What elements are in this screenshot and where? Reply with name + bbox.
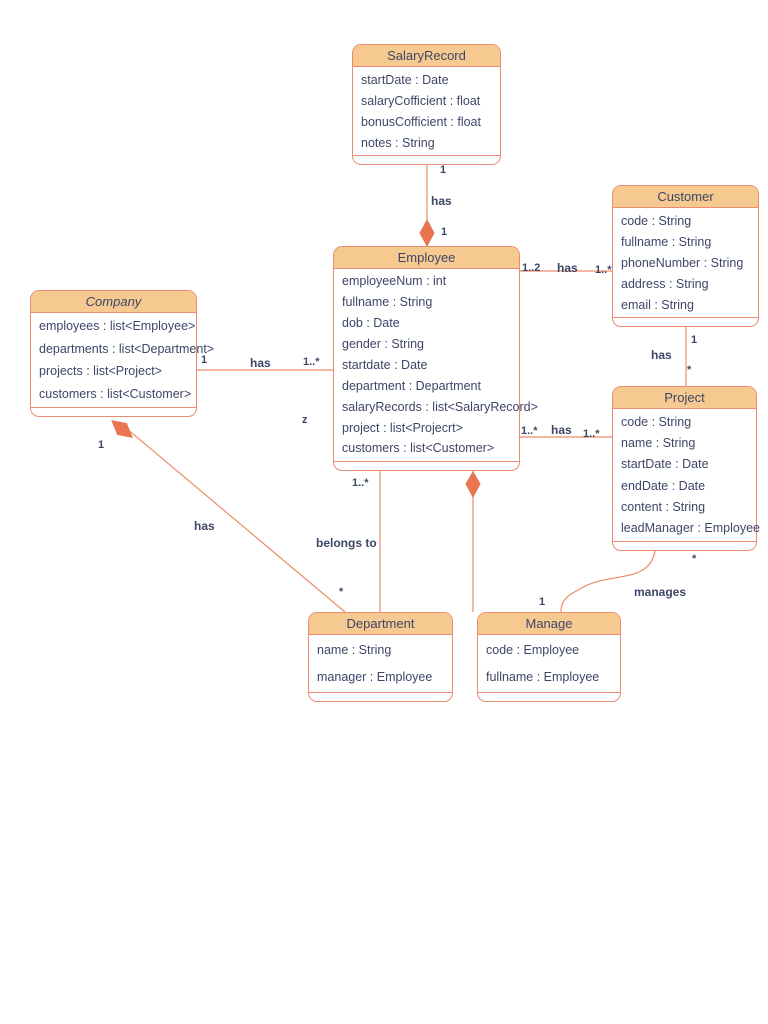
association-name-label: has	[431, 194, 452, 208]
attribute-row: salaryCofficient : float	[361, 93, 481, 108]
multiplicity-label: 1..*	[583, 428, 600, 440]
class-title: Company	[31, 291, 196, 313]
multiplicity-label: 1	[539, 596, 546, 608]
attribute-row: fullname : String	[342, 295, 433, 310]
multiplicity-label: *	[339, 586, 344, 598]
attribute-row: email : String	[621, 297, 694, 312]
attribute-row: fullname : String	[621, 234, 712, 249]
multiplicity-label: 1..*	[595, 264, 612, 276]
attribute-row: customers : list<Customer>	[342, 441, 495, 456]
attribute-row: gender : String	[342, 337, 424, 352]
attribute-row: employeeNum : int	[342, 274, 447, 289]
class-footer	[334, 461, 519, 470]
multiplicity-label: 1	[440, 164, 447, 176]
attribute-row: address : String	[621, 276, 709, 291]
attribute-list: code : Employee fullname : Employee	[478, 635, 620, 692]
class-footer	[31, 407, 196, 416]
attribute-row: phoneNumber : String	[621, 255, 744, 270]
class-company[interactable]: Company employees : list<Employee> depar…	[30, 290, 215, 417]
class-title: Project	[613, 387, 756, 409]
class-manage[interactable]: Manage code : Employee fullname : Employ…	[477, 612, 621, 702]
attribute-row: content : String	[621, 499, 706, 514]
class-salaryrecord[interactable]: SalaryRecord startDate : Date salaryCoff…	[352, 44, 501, 165]
attribute-row: project : list<Projecrt>	[342, 420, 463, 435]
attribute-row: departments : list<Department>	[39, 341, 215, 356]
association-name-label: manages	[634, 585, 687, 599]
attribute-row: fullname : Employee	[486, 669, 600, 684]
class-title: Employee	[334, 247, 519, 269]
multiplicity-label: 1..*	[521, 425, 538, 437]
attribute-row: code : String	[621, 414, 692, 429]
connector-project-manage[interactable]	[560, 550, 656, 613]
class-footer	[309, 692, 452, 701]
association-name-label: belongs to	[316, 536, 377, 550]
attribute-row: name : String	[621, 435, 696, 450]
attribute-row: leadManager : Employee	[621, 521, 760, 536]
attribute-row: bonusCofficient : float	[361, 114, 481, 129]
class-title: Manage	[478, 613, 620, 635]
attribute-list: employees : list<Employee> departments :…	[31, 313, 215, 407]
multiplicity-label: 1..2	[522, 262, 541, 274]
attribute-row: notes : String	[361, 135, 435, 150]
class-footer	[478, 692, 620, 701]
connector-company-department[interactable]	[119, 422, 346, 613]
class-department[interactable]: Department name : String manager : Emplo…	[308, 612, 453, 702]
attribute-row: employees : list<Employee>	[39, 319, 196, 334]
multiplicity-label: *	[692, 553, 697, 565]
multiplicity-label: 1	[98, 439, 105, 451]
multiplicity-label: 1	[441, 226, 448, 238]
attribute-row: dob : Date	[342, 316, 400, 331]
association-name-label: has	[557, 261, 578, 275]
attribute-row: endDate : Date	[621, 478, 706, 493]
class-title: Customer	[613, 186, 758, 208]
attribute-list: employeeNum : int fullname : String dob …	[334, 269, 538, 461]
attribute-list: name : String manager : Employee	[309, 635, 452, 692]
class-title: Department	[309, 613, 452, 635]
attribute-row: startDate : Date	[361, 72, 449, 87]
attribute-row: manager : Employee	[317, 669, 433, 684]
composition-diamond-icon	[465, 471, 481, 499]
multiplicity-label: *	[687, 364, 692, 376]
association-name-label: has	[194, 519, 215, 533]
class-footer	[613, 541, 756, 550]
attribute-row: startDate : Date	[621, 457, 709, 472]
composition-diamond-icon	[111, 420, 133, 438]
multiplicity-label: 1	[201, 354, 208, 366]
multiplicity-label: 1..*	[303, 356, 320, 368]
attribute-row: name : String	[317, 643, 392, 658]
attribute-list: code : String name : String startDate : …	[613, 409, 760, 541]
multiplicity-label: 1	[691, 334, 698, 346]
stray-z-label: z	[302, 414, 308, 426]
class-title: SalaryRecord	[353, 45, 500, 67]
class-customer[interactable]: Customer code : String fullname : String…	[612, 185, 759, 327]
attribute-row: projects : list<Project>	[39, 364, 162, 379]
attribute-row: code : Employee	[486, 643, 580, 658]
attribute-row: department : Department	[342, 378, 481, 393]
class-footer	[353, 155, 500, 164]
attribute-row: code : String	[621, 213, 692, 228]
attribute-row: customers : list<Customer>	[39, 386, 192, 401]
class-employee[interactable]: Employee employeeNum : int fullname : St…	[333, 246, 538, 471]
attribute-row: salaryRecords : list<SalaryRecord>	[342, 399, 538, 414]
association-name-label: has	[551, 423, 572, 437]
class-project[interactable]: Project code : String name : String star…	[612, 386, 760, 551]
attribute-list: code : String fullname : String phoneNum…	[613, 208, 758, 317]
attribute-row: startdate : Date	[342, 357, 428, 372]
class-footer	[613, 317, 758, 326]
composition-diamond-icon	[419, 218, 435, 248]
attribute-list: startDate : Date salaryCofficient : floa…	[353, 67, 500, 155]
association-name-label: has	[250, 356, 271, 370]
association-name-label: has	[651, 348, 672, 362]
multiplicity-label: 1..*	[352, 477, 369, 489]
